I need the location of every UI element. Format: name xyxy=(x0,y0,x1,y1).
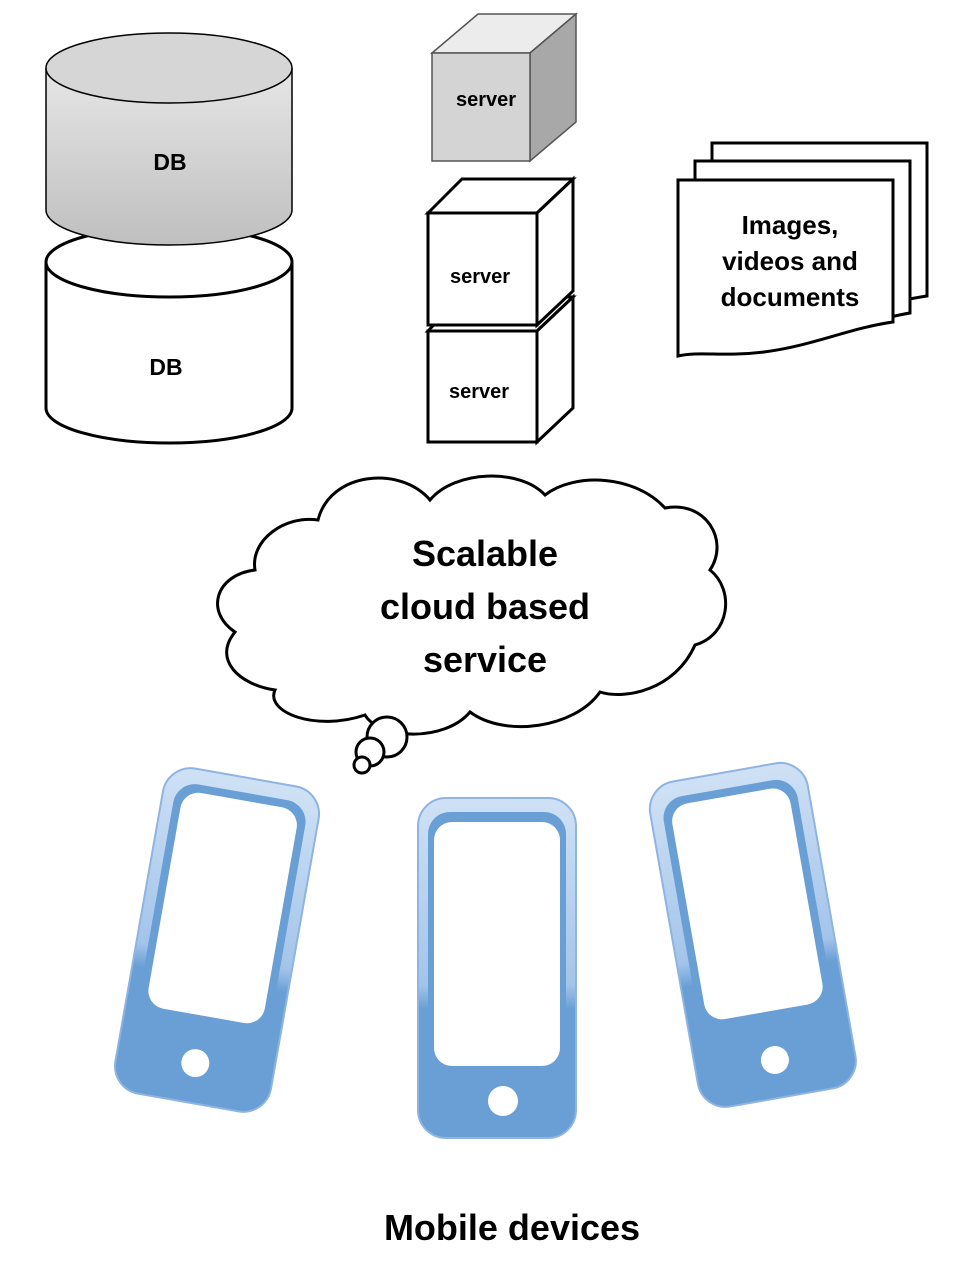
cloud-shape: Scalable cloud based service xyxy=(216,474,727,775)
database-label: DB xyxy=(153,149,186,175)
mobile-phone-center xyxy=(417,797,577,1139)
phone-screen xyxy=(672,788,823,1020)
server-label: server xyxy=(450,266,510,288)
server-label: server xyxy=(449,381,509,403)
documents-label-line: Images, xyxy=(742,210,839,240)
server-label: server xyxy=(456,89,516,111)
database-label: DB xyxy=(149,354,182,380)
phone-screen xyxy=(434,822,560,1066)
cloud-label-line: Scalable xyxy=(412,533,558,574)
mobile-phone-right xyxy=(648,761,857,1108)
phone-home-button xyxy=(488,1086,518,1116)
documents-label-line: documents xyxy=(721,282,860,312)
database-cylinder-upper: DB xyxy=(45,32,293,246)
server-cube-top: server xyxy=(429,12,579,163)
server-cube-middle: server xyxy=(424,175,577,329)
cloud-label-line: cloud based xyxy=(380,586,590,627)
diagram-caption: Mobile devices xyxy=(384,1207,640,1248)
documents-label-line: videos and xyxy=(722,246,858,276)
database-cylinder-lower: DB xyxy=(44,225,294,445)
cloud-label-line: service xyxy=(423,639,547,680)
phone-screen xyxy=(148,792,297,1024)
mobile-phone-left xyxy=(113,767,321,1113)
documents-stack-icon: Images, videos and documents xyxy=(676,141,929,358)
phone-home-button xyxy=(760,1045,789,1074)
phone-home-button xyxy=(181,1049,210,1078)
